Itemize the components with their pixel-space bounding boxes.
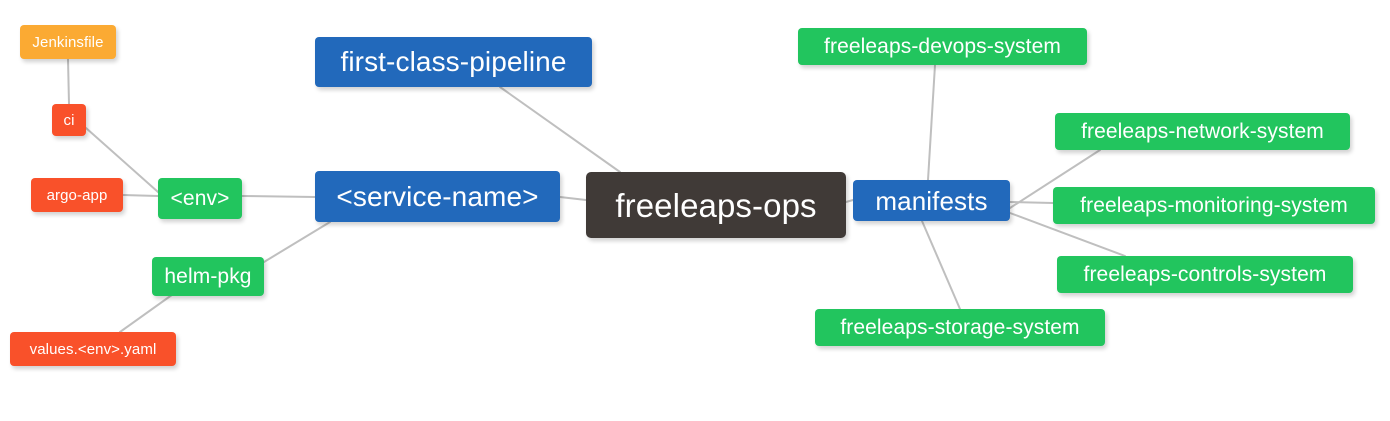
- edge-service-name-to-freeleaps-ops: [559, 196, 587, 201]
- edge-manifests-to-freeleaps-monitoring-system: [1009, 201, 1054, 204]
- node-service-name[interactable]: <service-name>: [315, 171, 560, 222]
- edge-helm-pkg-to-values-env-yaml: [119, 291, 177, 333]
- edge-manifests-to-freeleaps-devops-system: [927, 64, 936, 181]
- node-values-env-yaml[interactable]: values.<env>.yaml: [10, 332, 176, 366]
- node-env[interactable]: <env>: [158, 178, 242, 219]
- node-freeleaps-network-system[interactable]: freeleaps-network-system: [1055, 113, 1350, 150]
- edge-env-to-service-name: [241, 195, 316, 198]
- node-first-class-pipeline[interactable]: first-class-pipeline: [315, 37, 592, 87]
- node-helm-pkg[interactable]: helm-pkg: [152, 257, 264, 296]
- edge-first-class-pipeline-to-freeleaps-ops: [499, 86, 621, 173]
- node-freeleaps-ops[interactable]: freeleaps-ops: [586, 172, 846, 238]
- node-manifests[interactable]: manifests: [853, 180, 1010, 221]
- edge-freeleaps-ops-to-manifests: [845, 199, 854, 203]
- node-freeleaps-devops-system[interactable]: freeleaps-devops-system: [798, 28, 1087, 65]
- edge-jenkinsfile-to-ci: [67, 58, 70, 105]
- node-ci[interactable]: ci: [52, 104, 86, 136]
- edge-argo-app-to-env: [122, 194, 159, 197]
- node-argo-app[interactable]: argo-app: [31, 178, 123, 212]
- node-jenkinsfile[interactable]: Jenkinsfile: [20, 25, 116, 59]
- edge-manifests-to-freeleaps-storage-system: [921, 220, 961, 310]
- edge-service-name-to-helm-pkg: [263, 221, 331, 263]
- node-freeleaps-controls-system[interactable]: freeleaps-controls-system: [1057, 256, 1353, 293]
- node-freeleaps-monitoring-system[interactable]: freeleaps-monitoring-system: [1053, 187, 1375, 224]
- node-freeleaps-storage-system[interactable]: freeleaps-storage-system: [815, 309, 1105, 346]
